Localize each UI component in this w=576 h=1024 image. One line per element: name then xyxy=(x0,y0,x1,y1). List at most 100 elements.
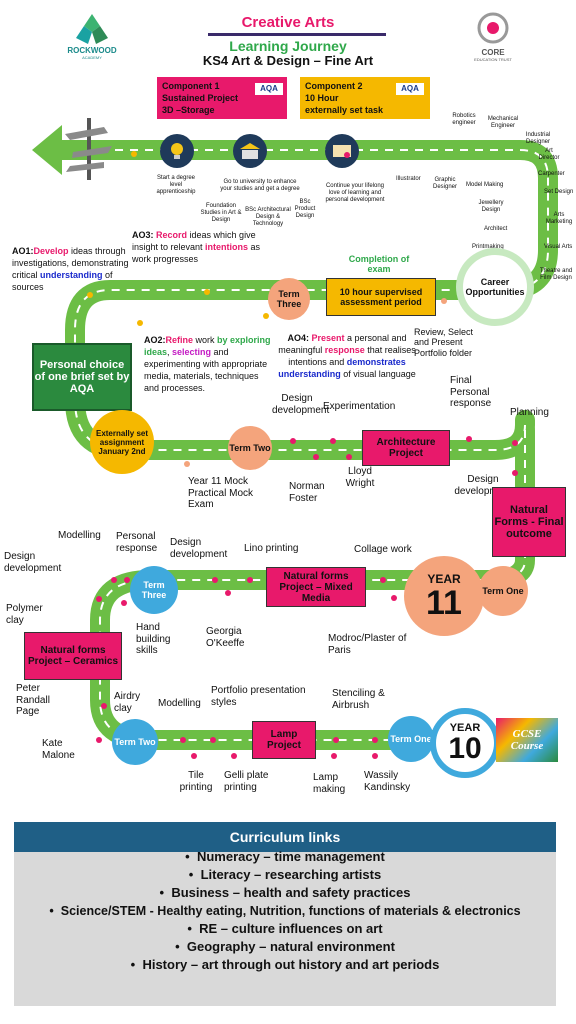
term-one-year11: Term One xyxy=(478,566,528,616)
collage-work: Collage work xyxy=(354,544,412,555)
pin xyxy=(380,577,386,583)
title-learning-journey: Learning Journey xyxy=(229,38,347,54)
term-three-y11: Term Three xyxy=(130,566,178,614)
pin xyxy=(330,438,336,444)
ao4-text: AO4: Present a personal and meaningful r… xyxy=(278,333,416,379)
ao1-text: AO1:Develop ideas through investigations… xyxy=(12,246,129,292)
curriculum-item: • Geography – natural environment xyxy=(175,939,395,954)
university-icon xyxy=(233,134,267,168)
planning: Planning xyxy=(510,407,549,418)
mock-exam: Year 11 Mock Practical Mock Exam xyxy=(188,476,254,510)
year-10-number: 10 xyxy=(448,732,482,765)
gcse-course-tile: GCSE Course xyxy=(496,718,558,762)
career-arts-marketing: Arts Marketing xyxy=(545,212,573,225)
pin xyxy=(87,292,93,298)
completion-of-exam: Completion of exam xyxy=(348,254,410,275)
review-select: Review, Select and Present Portfolio fol… xyxy=(414,327,474,358)
curriculum-item: • RE – culture influences on art xyxy=(187,921,383,936)
pin xyxy=(333,737,339,743)
pin xyxy=(121,600,127,606)
career-visual-arts: Visual Arts xyxy=(544,244,573,250)
lamp-project-box: Lamp Project xyxy=(252,721,316,759)
trust-name: CORE xyxy=(481,48,505,57)
school-name: ROCKWOOD xyxy=(67,46,117,55)
pin xyxy=(137,320,143,326)
pin xyxy=(346,454,352,460)
career-illustrator: Illustrator xyxy=(396,176,421,182)
ten-hour-box: 10 hour supervised assessment period xyxy=(326,278,436,316)
pin xyxy=(225,590,231,596)
pin xyxy=(512,470,518,476)
trust-sub: EDUCATION TRUST xyxy=(474,57,512,62)
career-industrial: Industrial Designer xyxy=(525,132,551,145)
career-bsc-arch: BSc Architectural Design & Technology xyxy=(245,207,291,227)
polymer-clay: Polymer clay xyxy=(6,603,43,626)
core-logo: CORE EDUCATION TRUST xyxy=(463,12,523,68)
pin xyxy=(290,438,296,444)
georgia-okeeffe: Georgia O'Keeffe xyxy=(206,626,245,649)
pin xyxy=(191,753,197,759)
career-robotics: Robotics engineer xyxy=(452,113,476,126)
airdry-clay: Airdry clay xyxy=(114,691,141,714)
pin xyxy=(441,298,447,304)
lightbulb-icon xyxy=(160,134,194,168)
tile-printing: Tile printing xyxy=(179,770,213,793)
curriculum-panel xyxy=(14,822,556,1006)
pin xyxy=(466,436,472,442)
curriculum-item: • Literacy – researching artists xyxy=(188,867,382,882)
hand-building: Hand building skills xyxy=(136,622,171,656)
year-11-circle: YEAR 11 xyxy=(404,556,484,636)
pin xyxy=(101,703,107,709)
ao3-text: AO3: Record ideas which give insight to … xyxy=(132,230,261,264)
career-set-design: Set Design xyxy=(544,189,574,195)
kate-malone: Kate Malone xyxy=(42,738,75,761)
title-ks4: KS4 Art & Design – Fine Art xyxy=(202,53,374,68)
pin xyxy=(372,737,378,743)
modroc: Modroc/Plaster of Paris xyxy=(328,633,407,656)
component-1-desc2: 3D –Storage xyxy=(162,105,215,115)
gelli-plate-printing: Gelli plate printing xyxy=(224,770,269,793)
architecture-project-box: Architecture Project xyxy=(362,430,450,466)
pin xyxy=(184,461,190,467)
title-creative-arts: Creative Arts xyxy=(241,14,335,31)
design-development-left: Design development xyxy=(4,551,62,574)
modelling-y10: Modelling xyxy=(158,698,201,709)
career-art-director: Art Director xyxy=(538,148,560,161)
natural-forms-final-box: Natural Forms - Final outcome xyxy=(492,487,566,557)
career-foundation: Foundation Studies in Art & Design xyxy=(200,203,242,223)
ceramics-box: Natural forms Project – Ceramics xyxy=(24,632,122,680)
career-theatre: Theatre and Film Design xyxy=(539,268,573,281)
aqa-logo: AQA xyxy=(255,83,283,95)
curriculum-item: • Business – health and safety practices xyxy=(159,885,411,900)
pin xyxy=(111,577,117,583)
career-architect: Architect xyxy=(484,226,508,232)
pin xyxy=(124,577,130,583)
career-jewellery: Jewellery Design xyxy=(478,200,504,213)
career-mechanical: Mechanical Engineer xyxy=(487,116,519,129)
career-printmaking: Printmaking xyxy=(472,244,504,250)
aqa-logo: AQA xyxy=(396,83,424,95)
curriculum-list: • Numeracy – time management • Literacy … xyxy=(14,848,556,974)
pin xyxy=(512,440,518,446)
design-development-2: Design development xyxy=(454,474,512,497)
norman-foster: Norman Foster xyxy=(289,481,325,504)
rockwood-logo: ROCKWOOD ACADEMY xyxy=(62,12,122,64)
year-11-label: YEAR xyxy=(427,572,461,586)
pin xyxy=(96,596,102,602)
mixed-media-box: Natural forms Project – Mixed Media xyxy=(266,567,366,607)
ao2-text: AO2:Refine work by exploring ideas, sele… xyxy=(144,335,271,393)
curriculum-heading: Curriculum links xyxy=(14,822,556,852)
term-two-y10: Term Two xyxy=(112,719,158,765)
curriculum-item: • Science/STEM - Healthy eating, Nutriti… xyxy=(49,904,521,918)
term-one-y10: Term One xyxy=(388,716,434,762)
lino-printing: Lino printing xyxy=(244,543,299,554)
pin xyxy=(331,753,337,759)
design-development-1: Design development xyxy=(272,393,330,416)
component-1-title: Component 1 xyxy=(162,81,220,91)
career-opportunities-circle: Career Opportunities xyxy=(456,248,534,326)
career-degree: Start a degree level apprenticeship xyxy=(156,175,196,195)
pin xyxy=(247,577,253,583)
portfolio-presentation: Portfolio presentation styles xyxy=(211,685,306,708)
wassily-kandinsky: Wassily Kandinsky xyxy=(364,770,411,793)
personal-choice-box: Personal choice of one brief set by AQA xyxy=(32,343,132,411)
